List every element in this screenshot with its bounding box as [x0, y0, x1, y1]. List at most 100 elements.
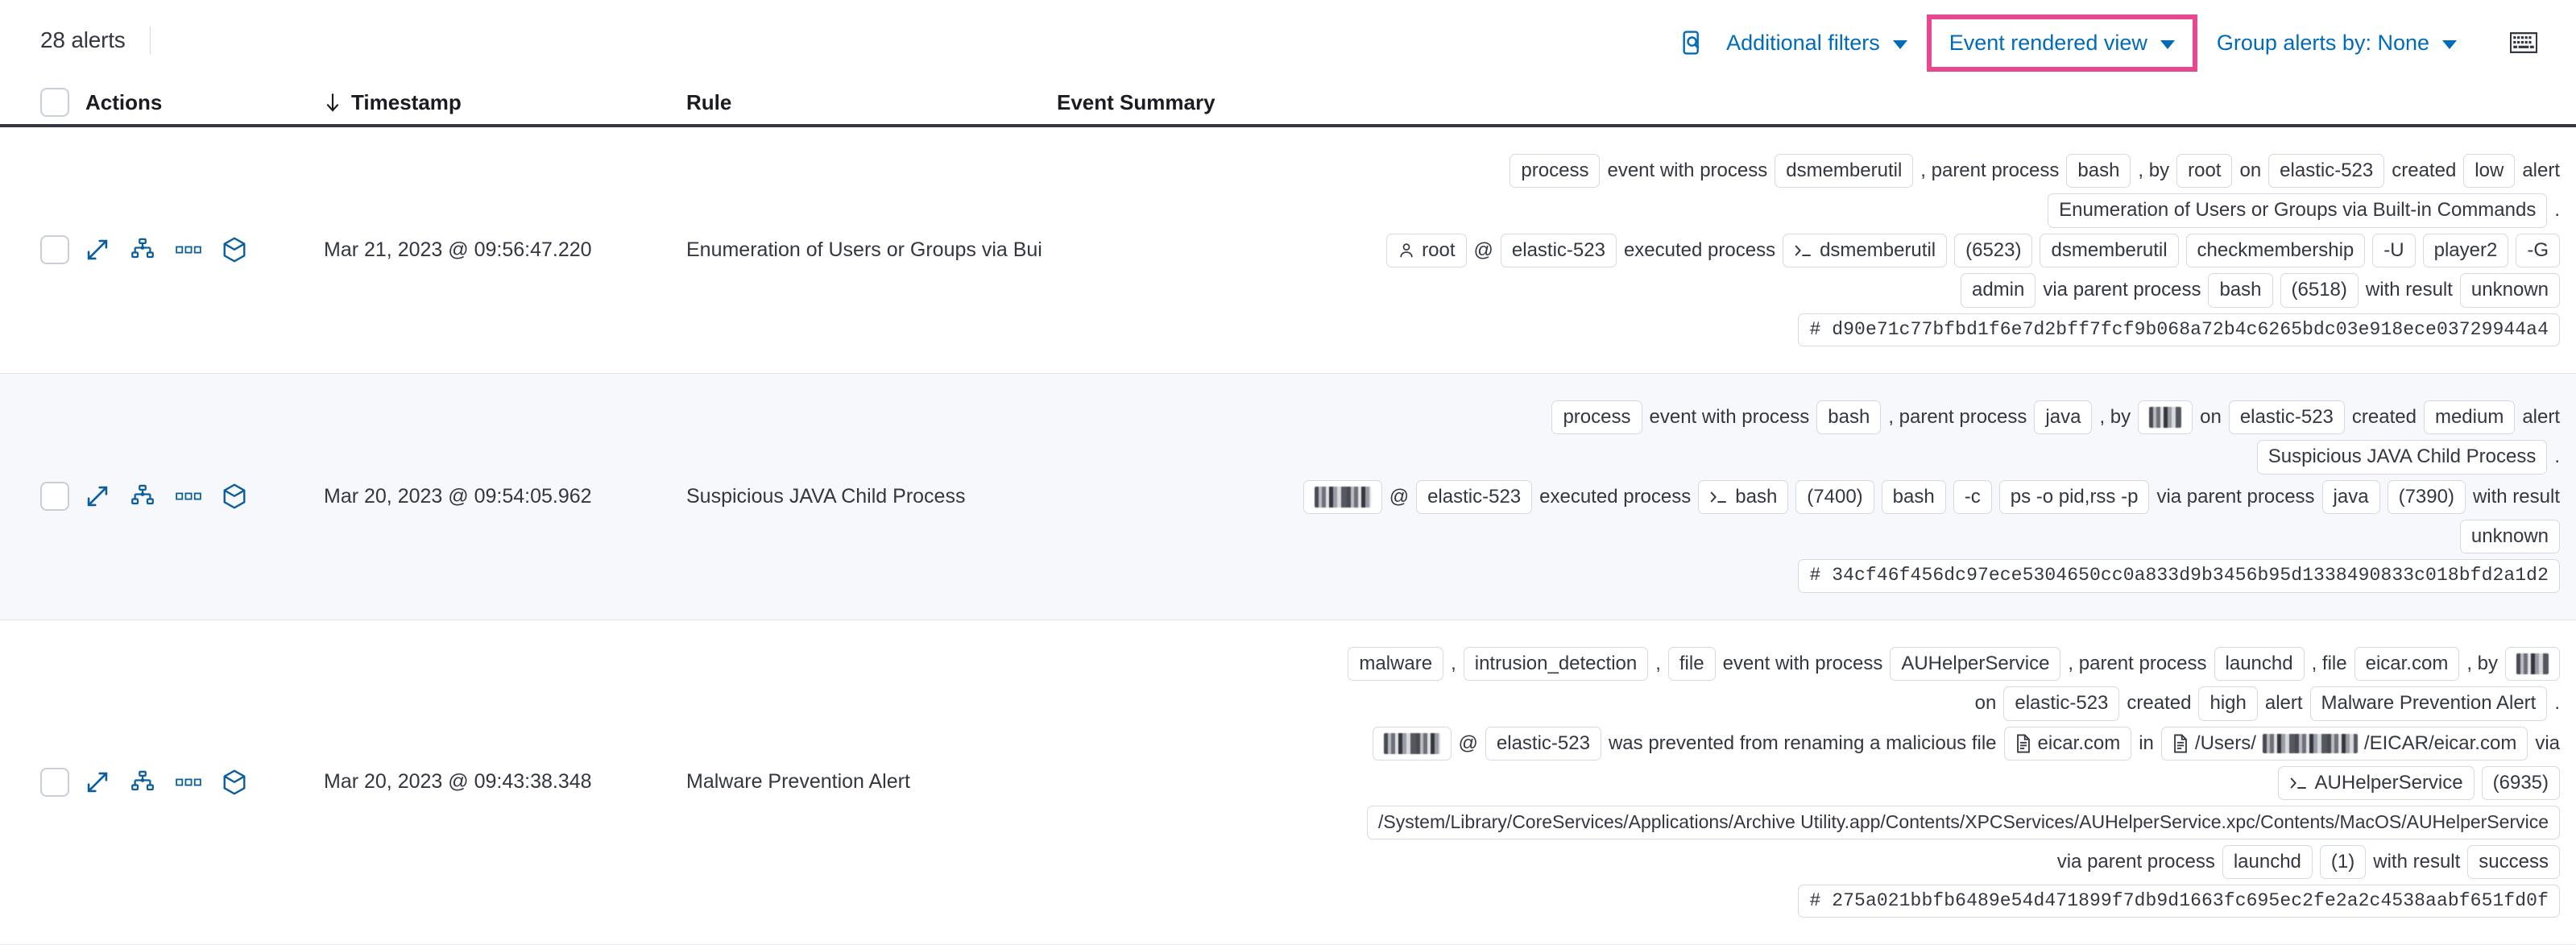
summary-chip[interactable]: elastic-523 — [1500, 233, 1617, 268]
summary-chip[interactable]: launchd — [2222, 844, 2313, 879]
summary-chip[interactable]: root — [1386, 233, 1467, 268]
summary-chip[interactable]: elastic-523 — [1416, 479, 1533, 515]
row-rule-name: Malware Prevention Alert — [686, 770, 910, 794]
summary-chip[interactable]: admin — [1960, 273, 2036, 308]
summary-chip[interactable]: ps -o pid,rss -p — [1998, 479, 2150, 515]
summary-chip[interactable]: malware — [1348, 646, 1444, 682]
session-view-button[interactable] — [222, 483, 246, 509]
keyboard-shortcuts-button[interactable] — [2510, 32, 2537, 53]
group-alerts-by-label: Group alerts by: None — [2216, 30, 2429, 55]
summary-chip[interactable]: java — [2321, 479, 2380, 515]
summary-chip-label: Enumeration of Users or Groups via Built… — [2059, 199, 2537, 222]
summary-chip[interactable]: (6523) — [1954, 233, 2033, 268]
summary-chip[interactable]: elastic-523 — [2268, 154, 2385, 189]
summary-chip[interactable]: Malware Prevention Alert — [2309, 686, 2548, 721]
summary-chip[interactable]: Suspicious JAVA Child Process — [2256, 440, 2548, 475]
summary-chip[interactable]: # d90e71c77bfbd1f6e7d2bff7fcf9b068a72b4c… — [1798, 313, 2560, 346]
summary-chip[interactable]: unknown — [2459, 273, 2560, 308]
summary-chip[interactable]: player2 — [2422, 233, 2509, 268]
summary-chip-file-path[interactable]: /Users//EICAR/eicar.com — [2160, 726, 2528, 761]
summary-chip-redacted[interactable] — [2138, 400, 2193, 435]
summary-chip[interactable]: medium — [2423, 400, 2516, 435]
alerts-table: Actions Timestamp Rule Event Summary Mar… — [0, 81, 2576, 945]
summary-chip[interactable]: elastic-523 — [2228, 400, 2345, 435]
summary-chip[interactable]: # 34cf46f456dc97ece5304650cc0a833d9b3456… — [1798, 559, 2560, 593]
row-select-checkbox[interactable] — [40, 767, 69, 797]
summary-chip[interactable]: bash — [1881, 479, 1946, 515]
summary-text: @ — [1473, 238, 1493, 261]
summary-text: was prevented from renaming a malicious … — [1608, 732, 1997, 754]
summary-chip-redacted-user[interactable] — [1302, 479, 1382, 514]
summary-chip-label: unknown — [2470, 525, 2549, 548]
summary-chip-redacted-user[interactable] — [1372, 726, 1452, 761]
analyzer-button[interactable] — [130, 484, 155, 508]
group-alerts-by-button[interactable]: Group alerts by: None — [2205, 23, 2468, 64]
summary-chip[interactable]: intrusion_detection — [1463, 646, 1649, 682]
summary-chip[interactable]: bash — [2208, 273, 2273, 308]
session-view-button[interactable] — [222, 237, 246, 263]
inspect-button[interactable] — [1671, 23, 1715, 63]
summary-chip[interactable]: checkmembership — [2185, 233, 2366, 268]
column-header-event-summary[interactable]: Event Summary — [1057, 90, 2576, 115]
summary-chip[interactable]: (1) — [2319, 844, 2367, 879]
row-select-checkbox[interactable] — [40, 482, 69, 512]
summary-chip[interactable]: AUHelperService — [1890, 646, 2061, 682]
summary-chip[interactable]: process — [1510, 154, 1601, 189]
analyzer-button[interactable] — [130, 770, 155, 794]
summary-chip[interactable]: # 275a021bbfb6489e54d471899f7db9d1663fc6… — [1798, 884, 2560, 918]
summary-text: alert — [2264, 692, 2303, 715]
analyzer-button[interactable] — [130, 238, 155, 262]
more-actions-button[interactable] — [176, 244, 201, 255]
column-header-timestamp[interactable]: Timestamp — [324, 90, 686, 115]
summary-chip[interactable]: (6518) — [2280, 273, 2359, 308]
summary-chip[interactable]: eicar.com — [2003, 726, 2132, 761]
summary-chip[interactable]: low — [2463, 154, 2516, 189]
column-header-actions[interactable]: Actions — [85, 90, 324, 115]
summary-chip[interactable]: success — [2467, 844, 2560, 879]
more-actions-button[interactable] — [176, 777, 201, 788]
summary-chip[interactable]: /System/Library/CoreServices/Application… — [1367, 806, 2560, 839]
summary-chip[interactable]: process — [1551, 400, 1642, 435]
summary-chip[interactable]: unknown — [2459, 520, 2560, 554]
summary-chip[interactable]: bash — [1816, 400, 1882, 435]
summary-chip[interactable]: Enumeration of Users or Groups via Built… — [2048, 193, 2548, 228]
summary-chip[interactable]: -G — [2516, 233, 2560, 268]
summary-chip[interactable]: (7400) — [1795, 479, 1874, 515]
summary-chip[interactable]: launchd — [2214, 646, 2305, 682]
summary-chip[interactable]: AUHelperService — [2277, 765, 2475, 801]
summary-chip[interactable]: (6935) — [2481, 765, 2560, 801]
summary-chip-redacted[interactable] — [2505, 646, 2560, 681]
row-rule-name: Enumeration of Users or Groups via Bui — [686, 238, 1042, 261]
summary-chip[interactable]: elastic-523 — [1485, 726, 1601, 761]
summary-chip[interactable]: java — [2034, 400, 2093, 435]
summary-chip[interactable]: high — [2198, 686, 2258, 721]
summary-chip[interactable]: dsmemberutil — [1775, 154, 1914, 189]
expand-button[interactable] — [85, 484, 110, 508]
expand-button[interactable] — [85, 770, 110, 794]
column-header-rule[interactable]: Rule — [686, 90, 1057, 115]
summary-chip[interactable]: (7390) — [2387, 479, 2466, 515]
summary-chip[interactable]: bash — [2066, 154, 2131, 189]
summary-chip[interactable]: -U — [2372, 233, 2416, 268]
summary-chip[interactable]: bash — [1698, 479, 1789, 515]
summary-chip[interactable]: elastic-523 — [2003, 686, 2120, 721]
summary-chip[interactable]: root — [2176, 154, 2233, 189]
select-all-checkbox[interactable] — [40, 88, 69, 117]
summary-chip[interactable]: file — [1667, 646, 1716, 682]
more-actions-button[interactable] — [176, 491, 201, 502]
summary-text: , parent process — [1888, 405, 2027, 428]
event-rendered-view-button[interactable]: Event rendered view — [1944, 29, 2180, 57]
summary-chip[interactable]: eicar.com — [2354, 646, 2460, 682]
additional-filters-button[interactable]: Additional filters — [1715, 23, 1919, 64]
session-view-button[interactable] — [222, 769, 246, 795]
summary-chip[interactable]: dsmemberutil — [2040, 233, 2179, 268]
summary-text: , by — [2466, 652, 2498, 674]
summary-chip[interactable]: dsmemberutil — [1783, 233, 1948, 268]
row-select-checkbox[interactable] — [40, 235, 69, 265]
expand-button[interactable] — [85, 238, 110, 262]
summary-chip[interactable]: -c — [1953, 479, 1992, 515]
